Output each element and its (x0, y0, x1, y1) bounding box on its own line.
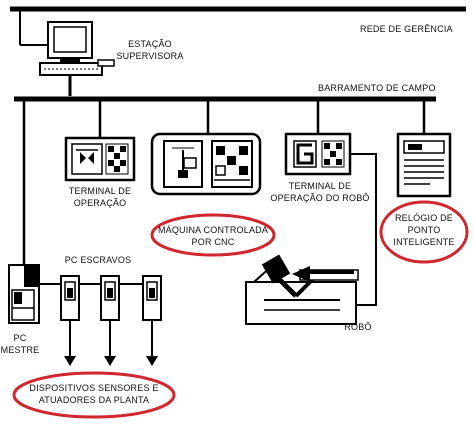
slave-pcs-label: PC ESCRAVOS (65, 255, 132, 265)
robot-terminal-label-2: OPERAÇÃO DO ROBÔ (270, 193, 369, 203)
robot-terminal-icon (284, 132, 352, 176)
robot-icon (245, 254, 359, 325)
slave-pc-3-icon (142, 275, 162, 321)
supervisory-station-icon (19, 9, 115, 96)
sensors-label-2: ATUADORES DA PLANTA (39, 395, 150, 405)
smart-clock-label-1: RELÓGIO DE (395, 213, 453, 223)
supervisory-station-label-1: ESTAÇÃO (128, 39, 172, 49)
management-network-label: REDE DE GERÊNCIA (360, 24, 453, 34)
operation-terminal-label-2: OPERAÇÃO (74, 198, 127, 208)
sensors-label-1: DISPOSITIVOS SENSORES E (29, 383, 158, 393)
slave-pc-1-icon (60, 275, 80, 321)
robot-terminal-to-robot-link (350, 153, 377, 306)
supervisory-station-label-2: SUPERVISORA (116, 51, 183, 61)
sensor-arrows (64, 320, 158, 366)
cnc-highlight-ellipse (150, 213, 276, 257)
master-pc-label-1: PC (14, 333, 27, 343)
operation-terminal-label-1: TERMINAL DE (69, 186, 131, 196)
smart-clock-label-2: PONTO (408, 225, 441, 235)
field-bus-label: BARRAMENTO DE CAMPO (318, 83, 436, 93)
cnc-machine-label-1: MÁQUINA CONTROLADA (158, 225, 268, 235)
operation-terminal-icon (64, 136, 136, 182)
cnc-machine-label-2: POR CNC (192, 237, 235, 247)
cnc-machine-icon (150, 132, 262, 196)
smart-clock-highlight-ellipse (379, 200, 469, 264)
smart-clock-icon (396, 132, 452, 198)
sensors-highlight-ellipse (12, 371, 176, 419)
robot-label: ROBÔ (344, 322, 371, 332)
master-pc-icon (8, 264, 40, 324)
master-pc-label-2: MESTRE (1, 345, 40, 355)
slave-pc-2-icon (100, 275, 120, 321)
smart-clock-label-3: INTELIGENTE (393, 237, 454, 247)
robot-terminal-label-1: TERMINAL DE (289, 181, 351, 191)
